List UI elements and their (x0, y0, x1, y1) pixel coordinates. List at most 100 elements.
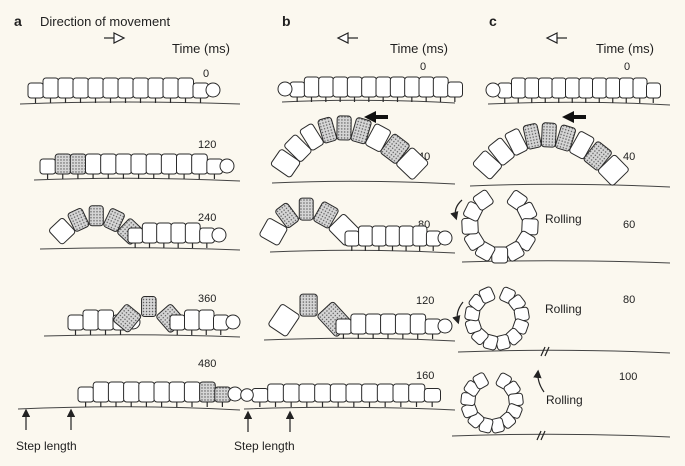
body-segment (49, 218, 76, 245)
body-segment (147, 77, 164, 99)
caterpillar-c-60 (461, 189, 539, 264)
body-segment (385, 225, 401, 247)
caterpillar-a-360-tail (169, 309, 241, 335)
caterpillar-b-160 (240, 383, 442, 407)
panel-c-time-labels: 0 40 60 80 100 (619, 61, 637, 383)
body-segment (583, 141, 612, 171)
panel-b-time-header: Time (ms) (390, 41, 448, 56)
body-segment (409, 313, 427, 335)
body-segment (141, 222, 158, 244)
body-segment (365, 313, 382, 335)
body-segment (350, 117, 372, 145)
head (211, 227, 227, 243)
caterpillar-c-0 (485, 77, 661, 103)
panel-b-label: b (282, 13, 291, 29)
body-segment (350, 313, 367, 335)
body-segment (77, 386, 95, 403)
time-label: 120 (416, 295, 434, 307)
body-segment (42, 77, 59, 99)
body-segment (177, 77, 194, 99)
body-segment (332, 76, 349, 98)
body-segment (598, 154, 629, 186)
head (485, 82, 501, 98)
body-segment (632, 77, 648, 99)
body-segment (92, 381, 110, 403)
panel-c-label: c (489, 13, 497, 29)
body-segment (138, 381, 156, 403)
body-segment (605, 77, 621, 99)
body-segment (298, 383, 316, 403)
body-segment (267, 383, 285, 403)
body-segment (313, 201, 339, 229)
time-label: 0 (420, 61, 426, 73)
caterpillar-a-0 (27, 77, 221, 103)
caterpillar-b-0 (277, 76, 463, 102)
time-label: 80 (623, 294, 635, 306)
body-segment (551, 77, 567, 99)
solid-arrow-left-icon (364, 111, 388, 123)
time-label: 0 (624, 61, 630, 73)
body-segment (113, 304, 142, 333)
head (437, 230, 453, 246)
body-segment (488, 137, 515, 166)
body-segment (72, 77, 89, 99)
body-segment (394, 313, 412, 335)
body-segment (540, 122, 557, 148)
body-segment (375, 76, 392, 98)
body-segment (87, 77, 104, 99)
body-segment (318, 76, 334, 98)
body-segment (380, 133, 410, 164)
body-segment (336, 115, 352, 141)
body-segment (365, 123, 391, 152)
body-segment (82, 309, 99, 331)
body-segment (282, 383, 301, 403)
body-segment (259, 218, 288, 246)
body-segment (522, 123, 542, 150)
body-segment (123, 381, 140, 403)
caterpillar-c-80 (464, 286, 530, 351)
body-segment (100, 153, 117, 175)
panel-c-time-header: Time (ms) (596, 41, 654, 56)
body-segment (132, 77, 149, 99)
body-segment (170, 222, 187, 244)
body-segment (103, 208, 125, 232)
body-segment (251, 388, 269, 403)
body-segment (145, 153, 163, 175)
body-segment (127, 227, 144, 244)
rolling-arrow-icon (452, 301, 464, 325)
head (277, 81, 293, 97)
caterpillar-a-120 (39, 153, 235, 179)
body-segment (184, 222, 201, 244)
head (437, 318, 453, 334)
body-segment (160, 153, 178, 175)
panel-a-label: a (14, 13, 22, 29)
body-segment (184, 309, 200, 331)
body-segment (447, 81, 463, 98)
time-label: 120 (198, 139, 216, 151)
body-segment (284, 134, 312, 162)
body-segment (345, 383, 363, 403)
body-segment (198, 309, 215, 331)
head (205, 82, 221, 98)
body-segment (335, 318, 352, 335)
head (240, 388, 254, 402)
body-segment (117, 77, 134, 99)
body-segment (396, 147, 429, 180)
direction-of-movement-label: Direction of movement (40, 14, 170, 29)
body-segment (472, 189, 494, 211)
body-segment (376, 383, 395, 403)
body-segment (472, 372, 489, 390)
time-label: 60 (623, 219, 635, 231)
time-label: 160 (416, 370, 434, 382)
body-segment (168, 381, 186, 403)
body-segment (199, 381, 216, 403)
rolling-arrow-icon (533, 369, 545, 393)
body-segment (569, 131, 595, 160)
body-segment (153, 381, 171, 403)
body-segment (361, 383, 379, 403)
caterpillar-a-240-tail (127, 222, 227, 248)
body-segment (646, 82, 661, 99)
caterpillar-c-100 (460, 372, 524, 434)
body-segment (176, 153, 193, 175)
panel-a-time-labels: 0 120 240 360 480 (198, 68, 216, 370)
